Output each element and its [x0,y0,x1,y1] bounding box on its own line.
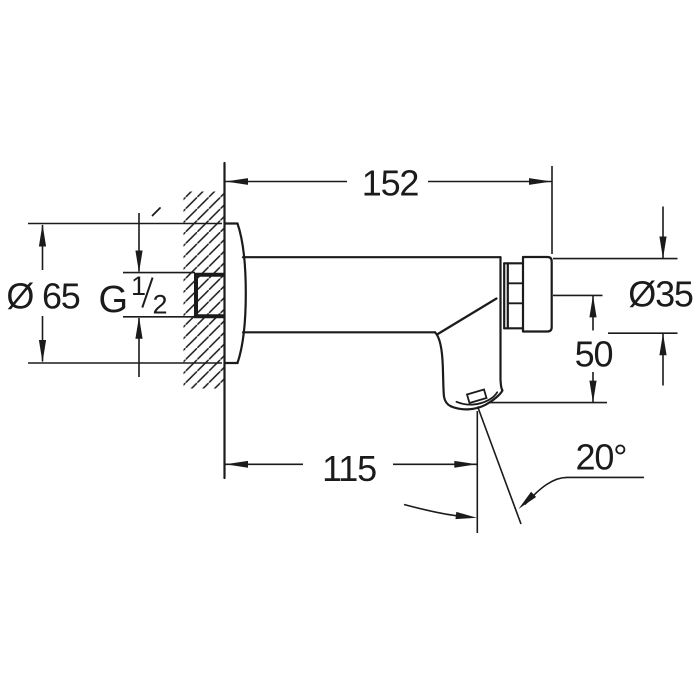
thread-fraction-slash [141,277,154,308]
dimension-flange-diameter: Ø 65 [6,222,222,364]
dim-115-label: 115 [322,448,376,489]
spout-left-edge [433,331,453,408]
wall-hatch-tick [151,207,161,217]
push-button-cap [521,255,553,333]
dim-65-arrow-bottom [38,340,47,363]
wall [151,161,226,480]
thread-g-label: G [99,279,129,321]
dim-50-arrow-bottom [589,380,597,403]
dim-115-arrow-right [454,460,477,468]
thread-denominator-label: 2 [152,290,167,320]
dim-35-arrow-bottom [659,333,667,356]
tap-body [194,222,553,411]
mounting-flange [236,222,247,365]
dim-35-label: Ø35 [628,274,693,315]
dimension-thread: G 1 2 [99,213,195,377]
angle-leader-arrow [518,491,537,509]
dim-thread-arrow-top [135,250,143,273]
valve-nut [503,262,525,330]
angle-arc-tail [403,503,458,517]
dim-50-label: 50 [575,334,613,375]
dim-152-arrow-right [529,178,552,185]
dim-152-label: 152 [362,163,419,204]
dim-152-arrow-left [225,178,248,185]
dim-65-arrow-top [38,224,47,247]
spout [433,331,504,411]
dimension-outlet-drop: 50 [490,294,614,404]
spout-shoulder-line [435,297,498,336]
aerator-outlet [465,388,488,405]
body-right-edge [499,256,504,392]
dimension-spout-angle: 20° [403,406,644,525]
dimension-projection: 115 [225,411,479,533]
thread-inlet [194,272,225,319]
angle-reference-line [476,406,522,525]
angle-label: 20° [576,437,627,478]
wall-hatch [183,191,224,389]
angle-arc-arrow [455,511,477,520]
dimension-152: 152 [225,163,553,254]
dim-50-arrow-top [589,295,597,318]
spout-outlet-edge [449,389,504,411]
dim-thread-arrow-bottom [135,316,143,339]
angle-leader-line [524,476,644,506]
dim-35-arrow-top [659,236,667,259]
spout-outlet-rim [455,391,499,406]
dimension-cap-diameter: Ø35 [553,206,694,386]
dim-115-arrow-left [225,460,248,468]
dim-65-label: Ø 65 [6,276,79,317]
thread-numerator-label: 1 [131,271,146,301]
